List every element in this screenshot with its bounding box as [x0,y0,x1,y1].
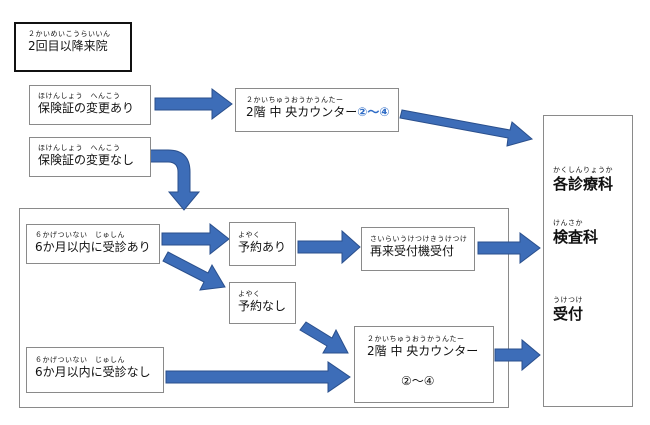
box-central-counter-top: ２かいちゅうおうかうんたー 2階 中 央カウンター②～④ [235,88,399,132]
counter-bottom-ruby: ２かいちゅうおうかうんたー [367,335,465,343]
reception-text: 受付 [553,305,584,323]
counter-top-line: 2階 中 央カウンター②～④ [246,105,398,120]
machine-ruby: さいらいうけつけきうけつけ [370,235,468,243]
title-ruby: ２かいめいこうらいいん [28,30,111,38]
box-central-counter-bottom: ２かいちゅうおうかうんたー 2階 中 央カウンター ②～④ [354,326,494,403]
box-insurance-changed: ほけんしょう へんこう 保険証の変更あり [29,85,151,125]
box-destinations: かくしんりょうか 各診療科 けんさか 検査科 うけつけ 受付 [543,115,633,407]
box-reentry-machine: さいらいうけつけきうけつけ 再来受付機受付 [361,227,475,271]
box-reservation-yes: よやく 予約あり [229,222,296,266]
title-box-second-visit: ２かいめいこうらいいん 2回目以降来院 [14,22,132,72]
department-text: 各診療科 [553,175,614,193]
arrow-machine-to-lab [477,232,541,264]
reservation-no-ruby: よやく [238,290,261,298]
box-reservation-no: よやく 予約なし [229,282,296,324]
arrow-no-consult-to-counter [165,361,351,393]
department-ruby: かくしんりょうか [553,166,613,174]
counter-top-ruby: ２かいちゅうおうかうんたー [246,96,344,104]
box-consulted-within-6-months: ６かげついない じゅしん 6か月以内に受診あり [26,224,160,264]
patient-flow-group-frame [19,208,509,408]
insurance-changed-text: 保険証の変更あり [38,101,135,115]
lab-ruby: けんさか [553,219,583,227]
arrow-consult-to-unreserved [162,251,226,291]
arrow-reserved-to-machine [297,229,361,265]
counter-bottom-text: 2階 中 央カウンター [367,344,479,358]
box-insurance-unchanged: ほけんしょう へんこう 保険証の変更なし [29,137,151,177]
insurance-unchanged-ruby: ほけんしょう へんこう [38,144,121,152]
consult-yes-text: 6か月以内に受診あり [35,240,151,254]
insurance-changed-ruby: ほけんしょう へんこう [38,92,121,100]
counter-top-number: ②～④ [357,105,390,119]
counter-top-text: 2階 中 央カウンター [246,105,358,119]
reception-ruby: うけつけ [553,296,583,304]
insurance-unchanged-text: 保険証の変更なし [38,153,135,167]
arrow-insurance-to-counter [154,88,233,120]
reservation-yes-text: 予約あり [238,240,287,254]
arrow-counter-to-reception [494,338,541,372]
consult-no-text: 6か月以内に受診なし [35,365,151,379]
lab-text: 検査科 [553,228,599,246]
machine-text: 再来受付機受付 [370,244,455,258]
consult-yes-ruby: ６かげついない じゅしん [35,231,125,239]
arrow-consult-to-reserved [161,222,230,256]
counter-bottom-number: ②～④ [401,374,435,388]
arrow-unreserved-to-counter [299,321,349,354]
reservation-no-text: 予約なし [238,299,287,313]
reservation-yes-ruby: よやく [238,231,261,239]
title-text: 2回目以降来院 [28,39,108,53]
arrow-insurance-unchanged-down [149,149,201,211]
arrow-counter-to-departments [399,109,534,147]
box-no-consult-within-6-months: ６かげついない じゅしん 6か月以内に受診なし [26,347,164,393]
consult-no-ruby: ６かげついない じゅしん [35,356,125,364]
